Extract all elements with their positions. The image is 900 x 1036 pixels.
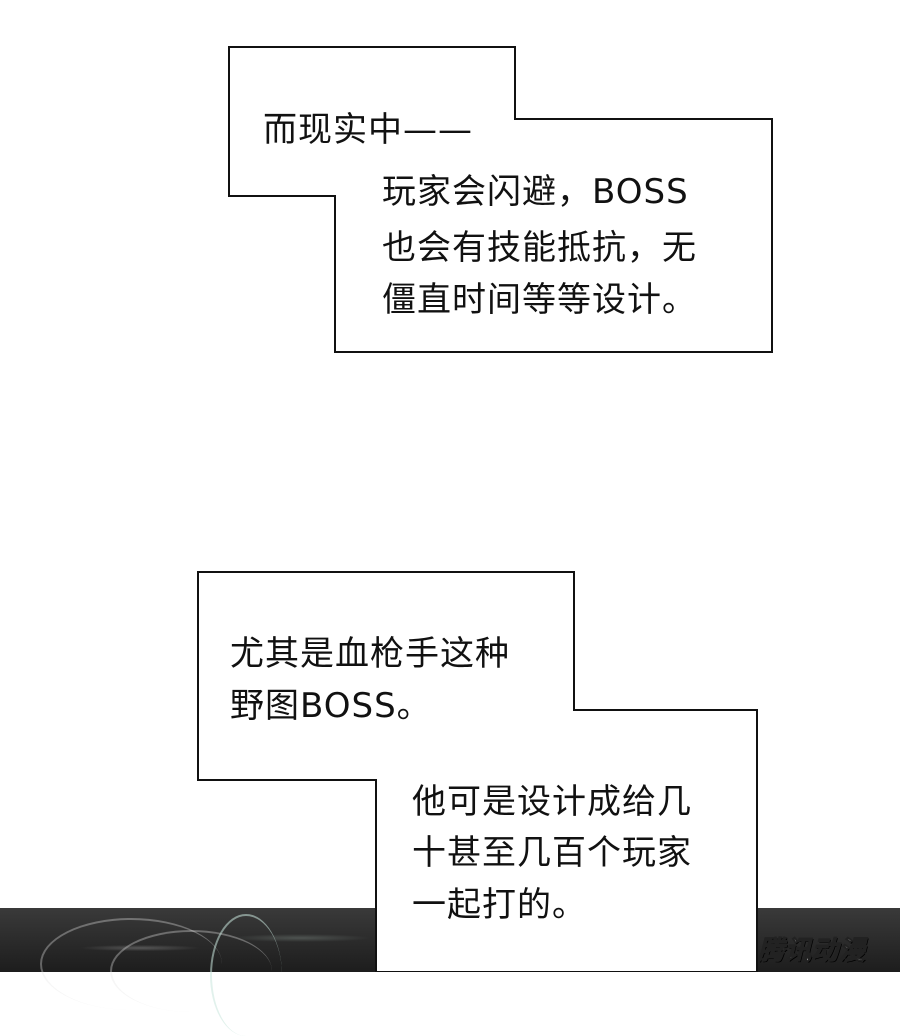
watermark-logo: 腾讯动漫	[757, 935, 866, 966]
caption-text-line: 也会有技能抵抗，无	[382, 228, 697, 268]
caption-text-line: 一起打的。	[412, 885, 587, 925]
art-streak	[110, 930, 272, 1012]
caption-text-line: 玩家会闪避，BOSS	[382, 172, 689, 212]
caption-text-line: 僵直时间等等设计。	[382, 280, 697, 320]
caption-text-line: 而现实中——	[263, 110, 473, 150]
art-streak	[210, 914, 282, 1036]
caption-text-line: 野图BOSS。	[230, 686, 432, 726]
art-streak	[40, 918, 222, 1010]
caption-text-line: 尤其是血枪手这种	[230, 634, 510, 674]
caption-text-line: 十甚至几百个玩家	[412, 833, 692, 873]
caption-text-line: 他可是设计成给几	[412, 782, 692, 822]
comic-panel: 腾讯动漫 而现实中—— 玩家会闪避，BOSS 也会有技能抵抗，无 僵直时间等等设…	[0, 46, 900, 1036]
